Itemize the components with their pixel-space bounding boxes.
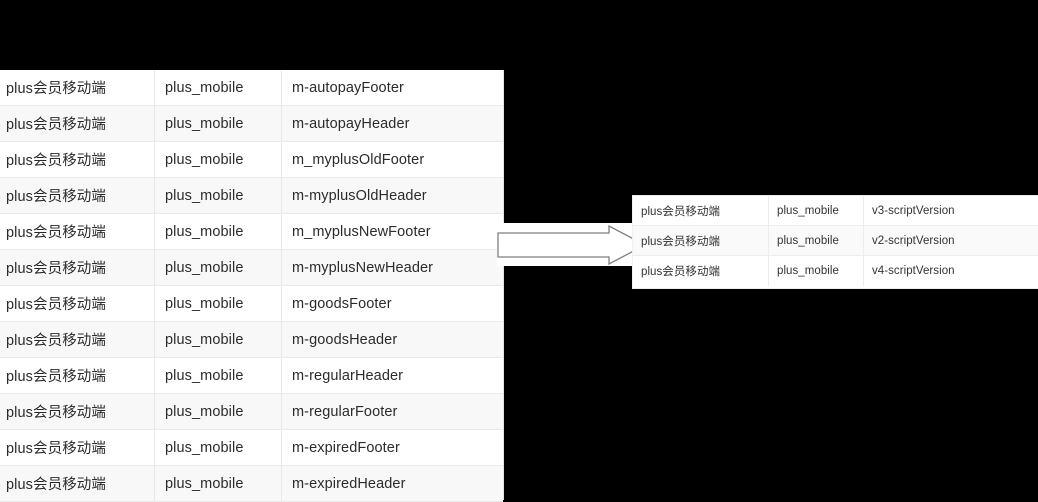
cell-component: m-autopayHeader <box>292 115 410 132</box>
cell-component: m_myplusNewFooter <box>292 223 431 240</box>
cell-code: plus_mobile <box>155 250 282 285</box>
cell-channel: plus会员移动端 <box>633 196 769 225</box>
cell-channel: plus会员移动端 <box>0 466 155 501</box>
cell-component: m-expiredHeader <box>292 475 406 492</box>
cell-component: m-regularFooter <box>292 403 398 420</box>
cell-code: plus_mobile <box>155 322 282 357</box>
cell-component: m_myplusOldFooter <box>292 151 425 168</box>
cell-channel: plus会员移动端 <box>0 322 155 357</box>
cell-channel: plus会员移动端 <box>0 250 155 285</box>
cell-script_version: v4-scriptVersion <box>872 265 955 277</box>
cell-channel: plus会员移动端 <box>0 286 155 321</box>
cell-code: plus_mobile <box>155 394 282 429</box>
cell-channel: plus会员移动端 <box>0 142 155 177</box>
cell-channel: plus会员移动端 <box>0 394 155 429</box>
cell-code: plus_mobile <box>769 256 864 286</box>
cell-component: m-autopayFooter <box>292 79 404 96</box>
cell-code: plus_mobile <box>155 178 282 213</box>
cell-code: plus_mobile <box>155 142 282 177</box>
cell-channel: plus会员移动端 <box>633 226 769 255</box>
cell-component: m-myplusOldHeader <box>292 187 427 204</box>
cell-code: plus_mobile <box>769 226 864 255</box>
cell-channel: plus会员移动端 <box>0 214 155 249</box>
cell-code: plus_mobile <box>155 214 282 249</box>
cell-channel: plus会员移动端 <box>0 358 155 393</box>
cell-code: plus_mobile <box>769 196 864 225</box>
cell-code: plus_mobile <box>155 430 282 465</box>
cell-code: plus_mobile <box>155 70 282 105</box>
cell-component: m-myplusNewHeader <box>292 259 434 276</box>
cell-component: m-goodsFooter <box>292 295 392 312</box>
cell-channel: plus会员移动端 <box>0 430 155 465</box>
cell-component: m-regularHeader <box>292 367 404 384</box>
cell-code: plus_mobile <box>155 358 282 393</box>
cell-code: plus_mobile <box>155 106 282 141</box>
cell-channel: plus会员移动端 <box>0 106 155 141</box>
cell-channel: plus会员移动端 <box>633 256 769 286</box>
cell-script_version: v3-scriptVersion <box>872 204 955 217</box>
cell-code: plus_mobile <box>155 286 282 321</box>
cell-component: m-expiredFooter <box>292 439 400 456</box>
cell-channel: plus会员移动端 <box>0 70 155 105</box>
cell-channel: plus会员移动端 <box>0 178 155 213</box>
cell-component: m-goodsHeader <box>292 331 398 348</box>
cell-code: plus_mobile <box>155 466 282 501</box>
right-arrow-icon <box>497 225 647 265</box>
cell-script_version: v2-scriptVersion <box>872 234 955 247</box>
